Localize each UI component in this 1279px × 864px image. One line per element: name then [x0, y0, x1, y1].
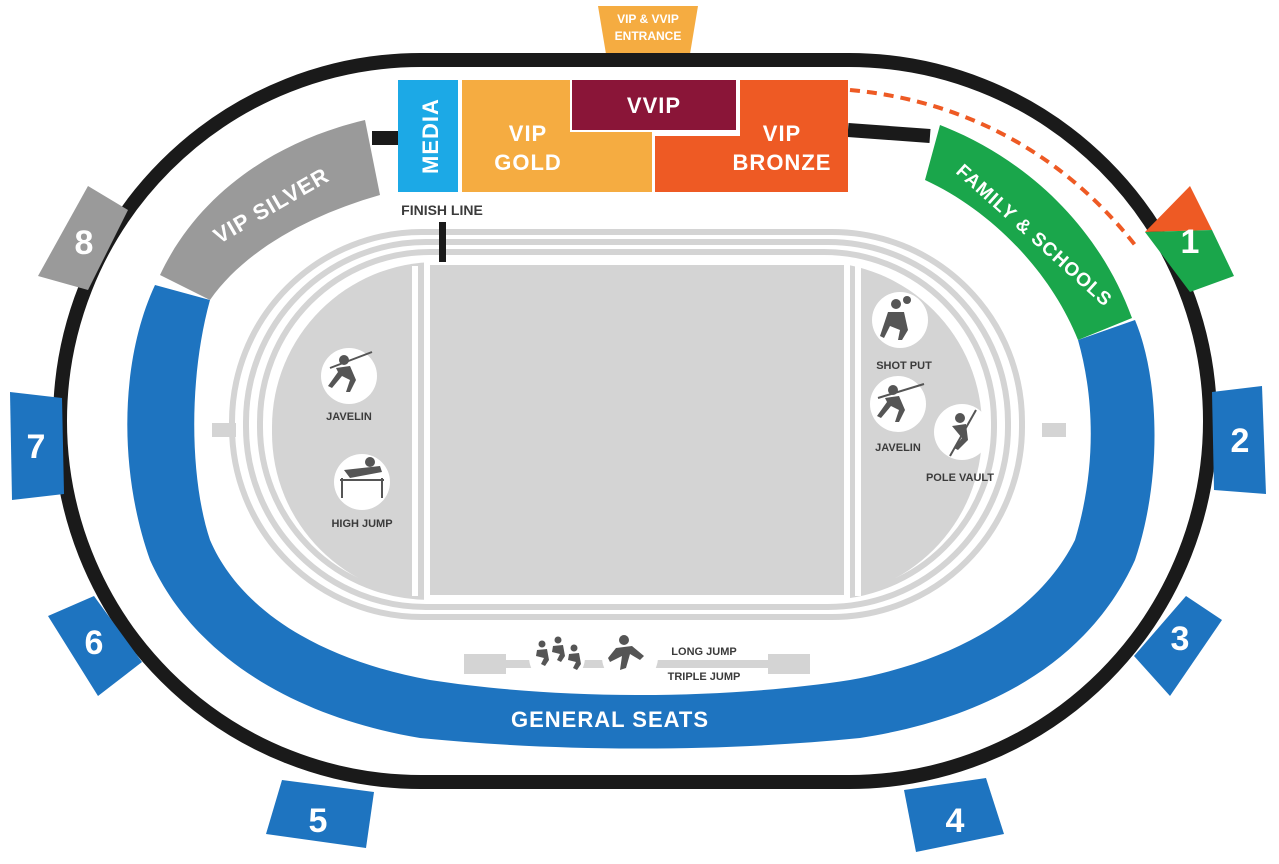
entrance-label-line1: VIP & VVIP [617, 12, 679, 26]
infield [424, 259, 850, 601]
gate-7[interactable]: 7 [10, 392, 64, 500]
vip-vvip-entrance[interactable]: VIP & VVIP ENTRANCE [598, 6, 698, 54]
media-section[interactable]: MEDIA [398, 80, 458, 192]
gate-8-label: 8 [75, 224, 94, 262]
event-high-jump[interactable]: HIGH JUMP [331, 454, 393, 530]
gate-1[interactable]: 1 [1145, 186, 1234, 292]
event-javelin-left[interactable]: JAVELIN [321, 348, 377, 423]
general-seats-label: GENERAL SEATS [511, 707, 709, 732]
vvip-section[interactable]: VVIP [572, 80, 736, 130]
gate-2-label: 2 [1231, 422, 1250, 460]
vip-bronze-section[interactable]: VIP BRONZE [655, 80, 848, 192]
vip-bronze-label-line2: BRONZE [733, 150, 832, 175]
gate-1-label: 1 [1181, 223, 1200, 261]
event-javelin-right[interactable]: JAVELIN [870, 376, 926, 454]
shot-put-label: SHOT PUT [876, 360, 932, 372]
triple-jump-label: TRIPLE JUMP [668, 671, 741, 683]
high-jump-icon [340, 457, 384, 498]
gate-8[interactable]: 8 [38, 186, 128, 290]
finish-line-label: FINISH LINE [401, 202, 483, 218]
gate-3[interactable]: 3 [1134, 596, 1222, 696]
high-jump-label: HIGH JUMP [331, 518, 392, 530]
triple-jump-icon [536, 636, 581, 670]
vvip-label: VVIP [627, 93, 681, 118]
vip-gold-label-line2: GOLD [494, 150, 562, 175]
event-pole-vault[interactable]: POLE VAULT [926, 404, 994, 484]
pole-vault-icon [949, 409, 977, 457]
gate-7-label: 7 [27, 428, 46, 466]
event-long-jump[interactable] [602, 629, 658, 685]
gate-4[interactable]: 4 [904, 778, 1004, 852]
gate-5[interactable]: 5 [266, 780, 374, 848]
entrance-label-line2: ENTRANCE [615, 29, 682, 43]
gate-6-label: 6 [85, 624, 104, 662]
javelin-icon [877, 383, 925, 422]
entrance-route-dashed [849, 88, 1137, 247]
vip-gold-section[interactable]: VIP GOLD [462, 80, 652, 192]
media-label: MEDIA [418, 98, 443, 174]
event-triple-jump[interactable] [529, 629, 585, 685]
gate-5-label: 5 [309, 802, 328, 840]
javelin-left-label: JAVELIN [326, 411, 372, 423]
inner-ring [372, 123, 931, 145]
shot-put-icon [880, 296, 911, 340]
event-shot-put[interactable]: SHOT PUT [872, 292, 932, 372]
vip-bronze-label-line1: VIP [763, 121, 801, 146]
gate-6[interactable]: 6 [48, 596, 142, 696]
finish-line-marker: FINISH LINE [401, 202, 483, 262]
general-seats-section[interactable]: GENERAL SEATS [127, 285, 1155, 749]
gate-4-label: 4 [946, 802, 965, 840]
long-jump-label: LONG JUMP [671, 646, 736, 658]
pole-vault-label: POLE VAULT [926, 472, 994, 484]
javelin-icon [328, 351, 373, 392]
long-jump-icon [608, 635, 644, 670]
vip-gold-label-line1: VIP [509, 121, 547, 146]
gate-2[interactable]: 2 [1212, 386, 1266, 494]
javelin-right-label: JAVELIN [875, 442, 921, 454]
gate-3-label: 3 [1171, 620, 1190, 658]
